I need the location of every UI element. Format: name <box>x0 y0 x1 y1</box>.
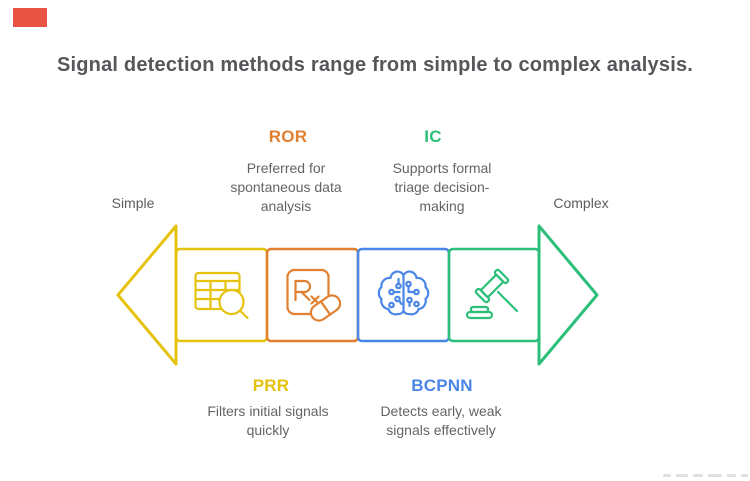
right-arrowhead <box>537 224 599 366</box>
method-label-ic: IC <box>424 127 442 146</box>
method-box-ic <box>447 247 541 343</box>
method-label-bcpnn: BCPNN <box>411 376 473 395</box>
method-description-bcpnn: Detects early, weak signals effectively <box>380 403 502 438</box>
flow-diagram <box>116 224 599 366</box>
prescription-pill-icon <box>286 268 342 322</box>
method-description-ic: Supports formal triage decision-making <box>392 160 492 214</box>
table-search-icon <box>194 271 249 320</box>
method-description-prr: Filters initial signals quickly <box>207 403 329 438</box>
method-description-ror: Preferred for spontaneous data analysis <box>230 160 342 214</box>
brain-circuit-icon <box>377 270 430 316</box>
scale-label-simple: Simple <box>111 195 155 211</box>
scale-label-complex: Complex <box>553 195 609 211</box>
method-label-ror: ROR <box>268 127 308 146</box>
gavel-icon <box>465 268 519 320</box>
page-title: Signal detection methods range from simp… <box>56 54 694 76</box>
watermark-remnant <box>663 474 748 477</box>
method-label-prr: PRR <box>252 376 290 395</box>
left-arrowhead <box>116 224 178 366</box>
method-box-ror <box>265 247 360 343</box>
red-annotation-marker <box>13 8 47 27</box>
